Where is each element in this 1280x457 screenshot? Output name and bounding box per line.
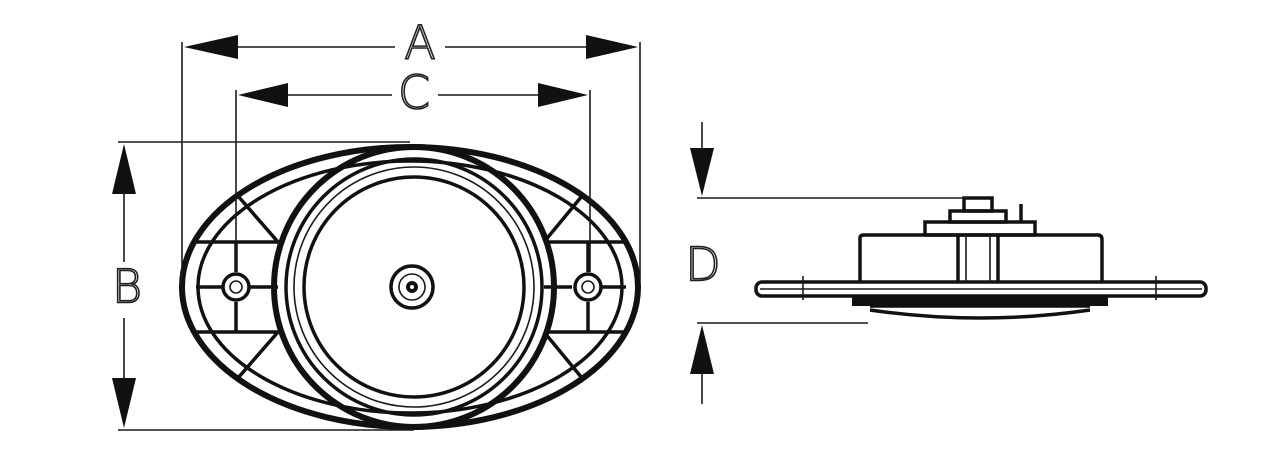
right-mounting-hole xyxy=(573,272,603,302)
dimension-a-label: A xyxy=(404,16,435,70)
lens-ring-3 xyxy=(293,166,535,408)
dimension-d xyxy=(690,122,968,404)
left-mounting-hole xyxy=(221,272,251,302)
housing-body xyxy=(858,233,1104,282)
lens-ring-4 xyxy=(302,175,526,399)
dimension-a xyxy=(181,35,641,280)
right-ear-ribs xyxy=(542,194,626,380)
lens-ring-2 xyxy=(284,157,544,417)
bolt-head xyxy=(962,196,994,213)
lens-outer-ring xyxy=(271,144,557,430)
right-mounting-hole-inner xyxy=(581,280,595,294)
side-view: D xyxy=(684,122,1208,404)
dimension-c xyxy=(235,83,591,272)
center-screw-outer xyxy=(389,264,435,310)
dimension-b-label: B xyxy=(112,260,142,314)
front-view: A C B xyxy=(111,15,641,431)
housing-cap xyxy=(923,220,1037,237)
dimension-c-label: C xyxy=(398,66,430,120)
center-screw-dot xyxy=(410,285,414,289)
left-mounting-hole-inner xyxy=(229,280,243,294)
lens-underside xyxy=(852,296,1108,306)
dimension-d-label: D xyxy=(685,238,720,292)
lens-dome xyxy=(869,308,1091,320)
left-ear-ribs xyxy=(196,194,280,380)
center-screw-mid xyxy=(398,273,426,301)
dimension-b xyxy=(112,141,414,431)
